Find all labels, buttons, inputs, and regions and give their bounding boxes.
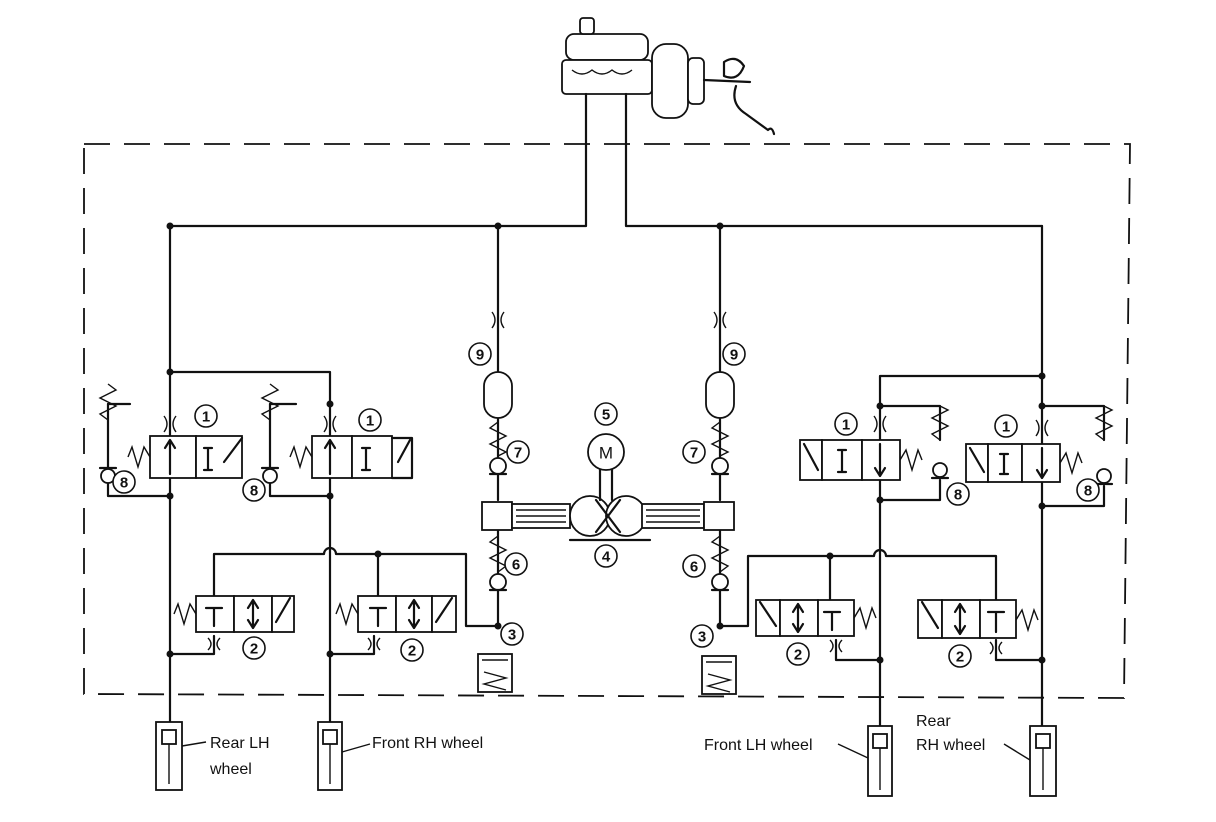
callout-9-left: 9: [468, 342, 492, 366]
svg-text:1: 1: [842, 417, 850, 434]
svg-text:2: 2: [250, 641, 258, 658]
pump-motor: M: [587, 433, 625, 502]
svg-text:4: 4: [602, 549, 611, 566]
svg-text:1: 1: [202, 409, 210, 426]
callout-2-rear-rh: 2: [948, 644, 972, 668]
callout-7-left: 7: [506, 440, 530, 464]
svg-text:1: 1: [366, 413, 374, 430]
callout-6-left: 6: [504, 552, 528, 576]
flow-restrictors: [163, 311, 1049, 655]
callout-3-right: 3: [690, 624, 714, 648]
outlet-valve-front-lh: [755, 599, 877, 637]
callout-7-right: 7: [682, 440, 706, 464]
callout-1-rear-lh: 1: [194, 404, 218, 428]
callout-1-front-lh: 1: [834, 412, 858, 436]
callout-2-rear-lh: 2: [242, 636, 266, 660]
svg-text:1: 1: [1002, 419, 1010, 436]
outlet-valve-rear-lh: [173, 595, 295, 633]
motor-m-label: M: [599, 444, 613, 463]
svg-text:2: 2: [956, 649, 964, 666]
label-rear-rh-line1: Rear: [916, 713, 951, 730]
label-leaders: [181, 741, 1031, 761]
reservoir-left: [477, 653, 513, 693]
damper-left: [483, 371, 513, 419]
label-rear-rh-line2: RH wheel: [916, 737, 985, 754]
label-rear-lh-line1: Rear LH: [210, 735, 270, 752]
svg-text:8: 8: [1084, 483, 1092, 500]
callout-6-right: 6: [682, 554, 706, 578]
pipe-junctions: [166, 222, 1046, 664]
svg-text:6: 6: [512, 557, 520, 574]
electrical-harness-boundary: [83, 143, 1131, 699]
label-front-lh: Front LH wheel: [704, 737, 813, 754]
inlet-valve-rear-lh: [98, 383, 244, 479]
label-rear-lh-line2: wheel: [209, 761, 252, 778]
wheel-cylinder-rear-lh: [155, 721, 183, 791]
svg-text:5: 5: [602, 407, 610, 424]
label-front-rh: Front RH wheel: [372, 735, 483, 752]
reservoir-right: [701, 655, 737, 695]
callout-4: 4: [594, 544, 618, 568]
callout-8-front-lh: 8: [946, 482, 970, 506]
inlet-valve-front-lh: [799, 405, 950, 481]
inlet-valve-front-rh: [260, 383, 414, 480]
callout-8-rear-lh: 8: [112, 470, 136, 494]
svg-text:8: 8: [120, 475, 128, 492]
outlet-valve-front-rh: [335, 595, 457, 633]
wheel-cylinder-rear-rh: [1029, 725, 1057, 797]
callout-2-front-rh: 2: [400, 638, 424, 662]
outlet-valve-rear-rh: [917, 599, 1039, 639]
master-line-left: [168, 92, 588, 228]
svg-text:9: 9: [730, 347, 738, 364]
svg-text:2: 2: [794, 647, 802, 664]
master-line-right: [624, 92, 1044, 228]
svg-text:6: 6: [690, 559, 698, 576]
master-cylinder-assembly: [561, 17, 776, 136]
inlet-valve-rear-rh: [965, 405, 1114, 483]
svg-text:3: 3: [698, 629, 706, 646]
callout-9-right: 9: [722, 342, 746, 366]
wheel-cylinder-front-lh: [867, 725, 893, 797]
svg-text:7: 7: [514, 445, 522, 462]
svg-text:2: 2: [408, 643, 416, 660]
callout-3-left: 3: [500, 622, 524, 646]
callout-5: 5: [594, 402, 618, 426]
callout-8-front-rh: 8: [242, 478, 266, 502]
svg-text:7: 7: [690, 445, 698, 462]
svg-text:3: 3: [508, 627, 516, 644]
wheel-cylinder-front-rh: [317, 721, 343, 791]
pump-check-valves: [488, 421, 730, 592]
callout-1-rear-rh: 1: [994, 414, 1018, 438]
svg-text:9: 9: [476, 347, 484, 364]
callout-1-front-rh: 1: [358, 408, 382, 432]
svg-text:8: 8: [250, 483, 258, 500]
damper-right: [705, 371, 735, 419]
callout-2-front-lh: 2: [786, 642, 810, 666]
pump-unit: [481, 495, 735, 542]
callout-8-rear-rh: 8: [1076, 478, 1100, 502]
svg-text:8: 8: [954, 487, 962, 504]
